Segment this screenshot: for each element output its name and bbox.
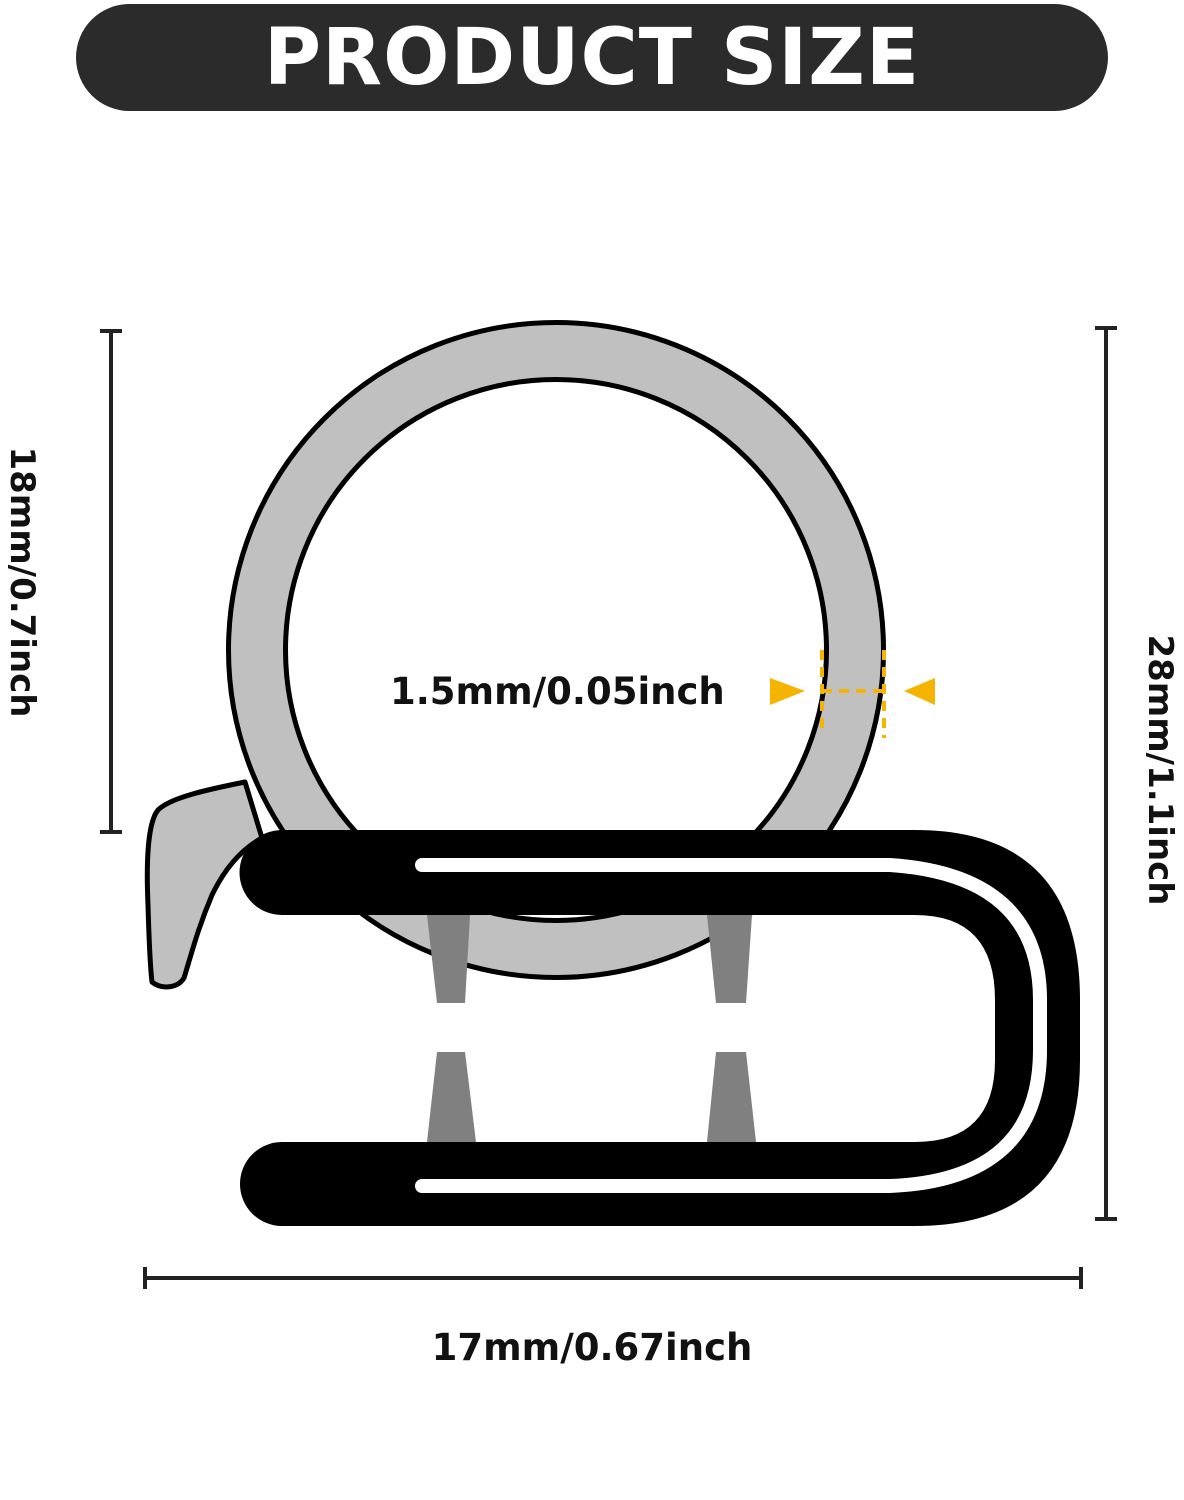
thickness-indicator bbox=[770, 650, 935, 738]
ring-height-label: 18mm/0.7inch bbox=[2, 446, 42, 718]
ring bbox=[226, 320, 886, 980]
arrow-left-icon bbox=[904, 678, 935, 705]
hook-tab bbox=[144, 779, 265, 990]
title-banner: PRODUCT SIZE bbox=[76, 4, 1108, 111]
arrow-right-icon bbox=[770, 678, 805, 705]
width-label: 17mm/0.67inch bbox=[431, 1326, 753, 1369]
title-text: PRODUCT SIZE bbox=[263, 12, 921, 103]
total-height-dimension bbox=[1095, 326, 1117, 1221]
clip-teeth bbox=[427, 915, 756, 1142]
clip-slot-top bbox=[415, 858, 1047, 1007]
clip-slot-bottom bbox=[415, 993, 1047, 1193]
total-height-label: 28mm/1.1inch bbox=[1140, 634, 1180, 906]
u-clip bbox=[239, 830, 1081, 1226]
ring-height-dimension bbox=[100, 329, 122, 834]
thickness-label: 1.5mm/0.05inch bbox=[390, 670, 725, 713]
width-dimension bbox=[143, 1267, 1083, 1289]
